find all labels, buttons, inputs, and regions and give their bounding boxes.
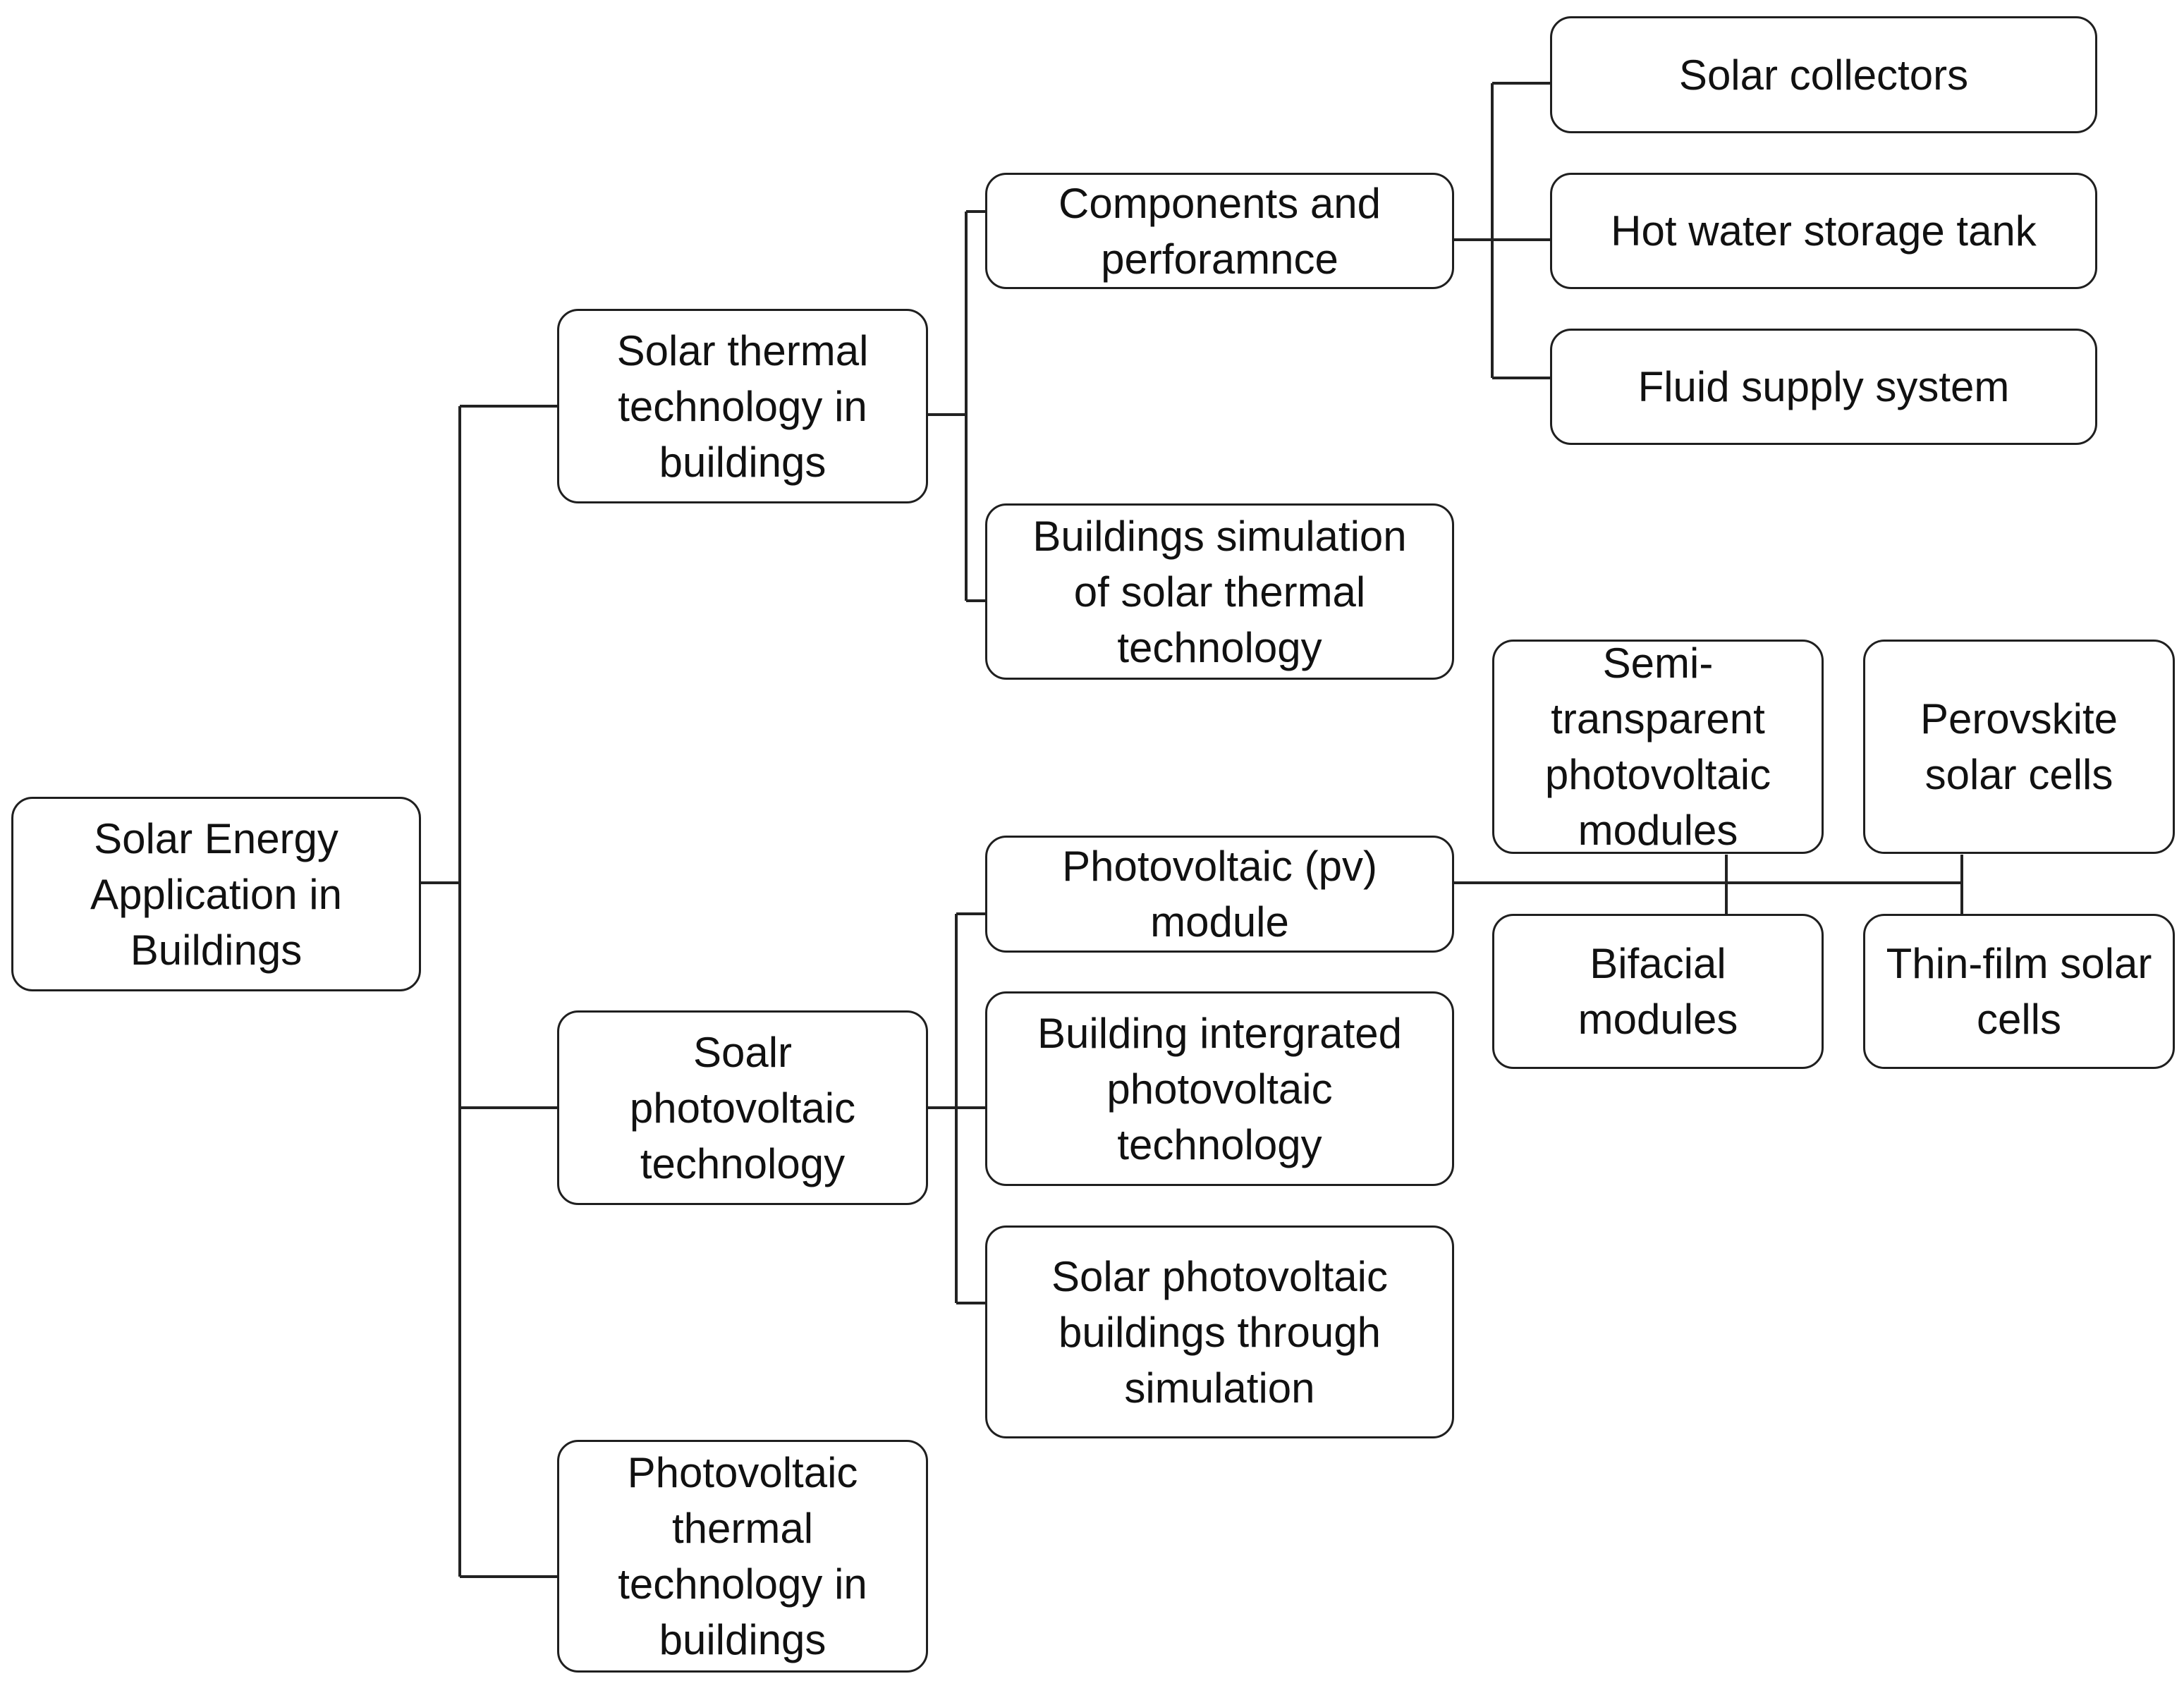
perovskite-node-label: Perovskite solar cells <box>1920 695 2118 798</box>
thin-film-node-label: Thin-film solar cells <box>1886 940 2152 1043</box>
bipv-node-label: Building intergrated photovoltaic techno… <box>1037 1009 1402 1168</box>
pv-simulation-node-label: Solar photovoltaic buildings through sim… <box>1051 1252 1388 1412</box>
solar-pv-node: Soalr photovoltaic technology <box>557 1010 928 1205</box>
thermal-simulation-node-label: Buildings simulation of solar thermal te… <box>1032 512 1407 671</box>
bifacial-node: Bifacial modules <box>1492 914 1824 1069</box>
solar-thermal-node-label: Solar thermal technology in buildings <box>616 326 869 486</box>
pv-simulation-node: Solar photovoltaic buildings through sim… <box>985 1225 1454 1438</box>
thermal-simulation-node: Buildings simulation of solar thermal te… <box>985 503 1454 680</box>
solar-thermal-node: Solar thermal technology in buildings <box>557 309 928 503</box>
hot-water-tank-node-label: Hot water storage tank <box>1611 207 2037 255</box>
fluid-supply-node: Fluid supply system <box>1550 329 2097 445</box>
root-node-label: Solar Energy Application in Buildings <box>90 814 342 974</box>
pv-thermal-node-label: Photovoltaic thermal technology in build… <box>618 1449 867 1663</box>
solar-collectors-node-label: Solar collectors <box>1678 51 1969 99</box>
perovskite-node: Perovskite solar cells <box>1863 640 2175 854</box>
solar-collectors-node: Solar collectors <box>1550 16 2097 133</box>
components-performance-node-label: Components and perforamnce <box>1059 179 1381 283</box>
pv-thermal-node: Photovoltaic thermal technology in build… <box>557 1440 928 1673</box>
bipv-node: Building intergrated photovoltaic techno… <box>985 991 1454 1186</box>
pv-module-node: Photovoltaic (pv) module <box>985 836 1454 953</box>
bifacial-node-label: Bifacial modules <box>1578 940 1738 1043</box>
semi-transparent-node-label: Semi- transparent photovoltaic modules <box>1544 640 1771 854</box>
thin-film-node: Thin-film solar cells <box>1863 914 2175 1069</box>
pv-module-node-label: Photovoltaic (pv) module <box>1062 843 1377 946</box>
hot-water-tank-node: Hot water storage tank <box>1550 173 2097 289</box>
semi-transparent-node: Semi- transparent photovoltaic modules <box>1492 640 1824 854</box>
root-node: Solar Energy Application in Buildings <box>11 797 421 991</box>
solar-pv-node-label: Soalr photovoltaic technology <box>629 1028 856 1187</box>
fluid-supply-node-label: Fluid supply system <box>1637 363 2010 410</box>
components-performance-node: Components and perforamnce <box>985 173 1454 289</box>
